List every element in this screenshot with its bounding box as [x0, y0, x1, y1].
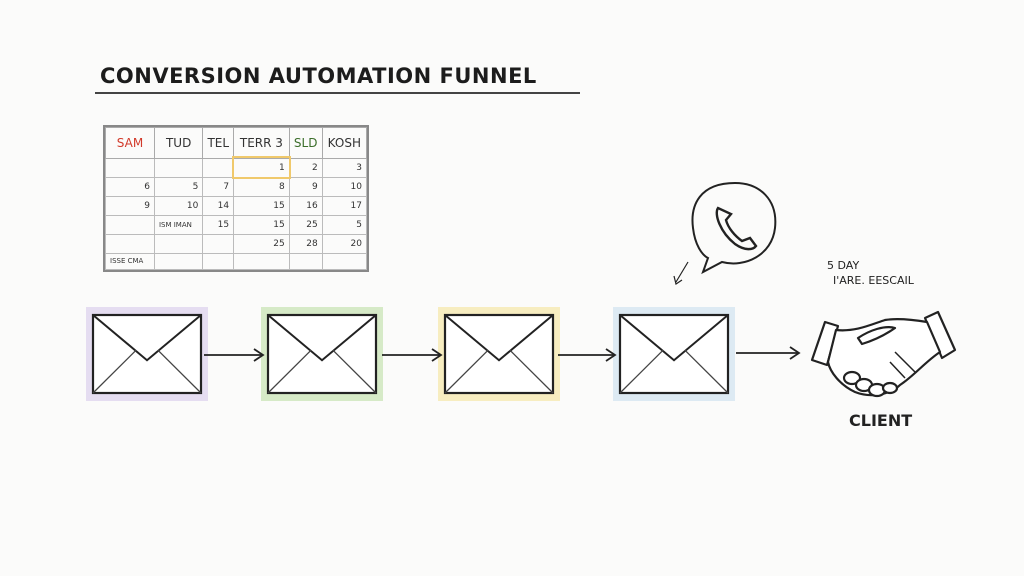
calendar-header: TUD	[153, 127, 204, 159]
arrow-2	[382, 348, 443, 362]
title-underline	[95, 92, 580, 94]
calendar-row: ISSE CMA	[105, 252, 368, 271]
arrow-4	[736, 346, 801, 360]
phone-icon	[673, 181, 777, 285]
calendar-header: KOSH	[321, 127, 368, 159]
client-label: CLIENT	[849, 411, 913, 430]
calendar-cell: 17	[321, 195, 368, 216]
calendar-header: SLD	[288, 127, 323, 159]
calendar-cell: ISSE CMA	[105, 252, 155, 271]
calendar-header-row: SAM TUD TEL TERR 3 SLD KOSH	[105, 127, 368, 159]
envelope-icon	[86, 307, 208, 401]
calendar-cell	[202, 252, 235, 271]
diagram-title: CONVERSION AUTOMATION FUNNEL	[100, 64, 537, 88]
note-line-1: 5 DAY	[827, 259, 860, 272]
calendar-cell	[321, 252, 368, 271]
envelope-icon	[613, 307, 735, 401]
arrow-1	[204, 348, 265, 362]
calendar-cell	[153, 252, 204, 271]
note-line-2: I'ARE. EESCAIL	[833, 274, 914, 287]
handshake-icon	[810, 310, 957, 398]
arrow-3	[558, 348, 617, 362]
envelope-icon	[438, 307, 560, 401]
calendar-header: TERR 3	[233, 127, 290, 159]
calendar-cell: 14	[202, 195, 235, 216]
envelope-icon	[261, 307, 383, 401]
